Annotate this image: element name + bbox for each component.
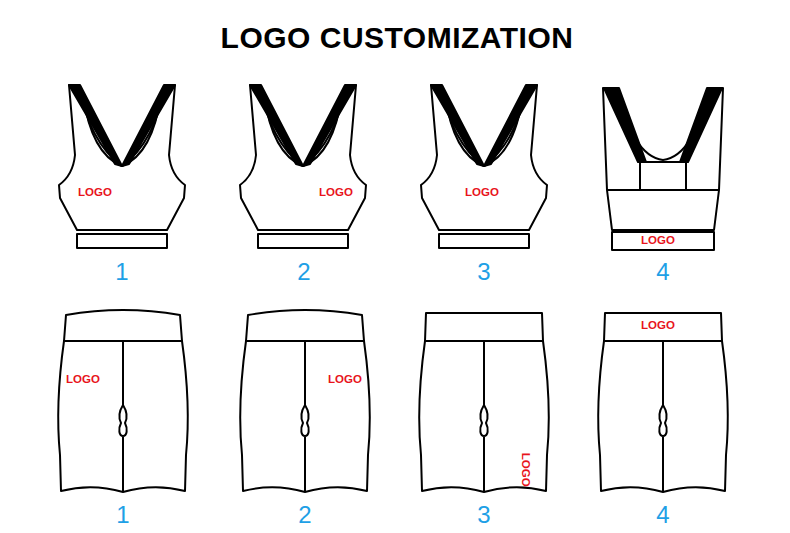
garment-line — [119, 341, 126, 492]
logo-mark: LOGO — [641, 320, 675, 332]
sports-bra: LOGO — [238, 80, 368, 252]
callout-number: 4 — [656, 260, 669, 284]
callout-number: 4 — [656, 503, 669, 527]
garment-line — [419, 313, 549, 492]
garment-line — [607, 162, 719, 190]
callout-number: 1 — [116, 503, 129, 527]
garment-outline — [598, 305, 728, 500]
garment-line — [240, 310, 370, 492]
garment-line — [604, 88, 646, 162]
garment-line — [83, 94, 161, 166]
shorts: LOGO — [58, 305, 188, 500]
garment-outline — [58, 305, 188, 500]
garment-outline — [240, 305, 370, 500]
garment-line — [484, 85, 537, 166]
garment-line — [480, 341, 487, 492]
garment-outline — [238, 80, 368, 252]
callout-number: 2 — [297, 260, 310, 284]
logo-mark: LOGO — [465, 187, 499, 199]
garment-line — [122, 85, 175, 166]
garment-line — [603, 88, 723, 230]
shorts: LOGO — [598, 305, 728, 500]
sports-bra: LOGO — [419, 80, 549, 252]
logo-mark: LOGO — [519, 453, 531, 487]
garment-line — [301, 341, 308, 492]
garment-line — [250, 85, 303, 166]
logo-mark: LOGO — [78, 187, 112, 199]
callout-number: 2 — [298, 503, 311, 527]
garment-line — [77, 234, 167, 248]
garment-line — [303, 85, 356, 166]
logo-mark: LOGO — [641, 235, 675, 247]
garment-line — [598, 313, 728, 492]
garment-line — [612, 232, 714, 250]
garment-line — [240, 85, 366, 230]
garment-line — [59, 85, 185, 230]
garment-outline — [598, 80, 728, 252]
callout-number: 3 — [477, 503, 490, 527]
garment-line — [445, 94, 523, 166]
sports-bra: LOGO — [57, 80, 187, 252]
callout-number: 3 — [477, 260, 490, 284]
garment-line — [58, 310, 188, 492]
garment-line — [421, 85, 547, 230]
garment-line — [431, 85, 484, 166]
garment-line — [264, 94, 342, 166]
shorts: LOGO — [240, 305, 370, 500]
garment-outline — [57, 80, 187, 252]
garment-line — [659, 341, 666, 492]
garment-line — [439, 234, 529, 248]
logo-mark: LOGO — [66, 374, 100, 386]
garment-line — [69, 85, 122, 166]
logo-mark: LOGO — [319, 187, 353, 199]
logo-mark: LOGO — [328, 374, 362, 386]
garment-line — [258, 234, 348, 248]
garment-line — [680, 88, 722, 162]
page-title: LOGO CUSTOMIZATION — [221, 21, 574, 55]
shorts: LOGO — [419, 305, 549, 500]
sports-bra: LOGO — [598, 80, 728, 252]
callout-number: 1 — [115, 260, 128, 284]
garment-outline — [419, 80, 549, 252]
